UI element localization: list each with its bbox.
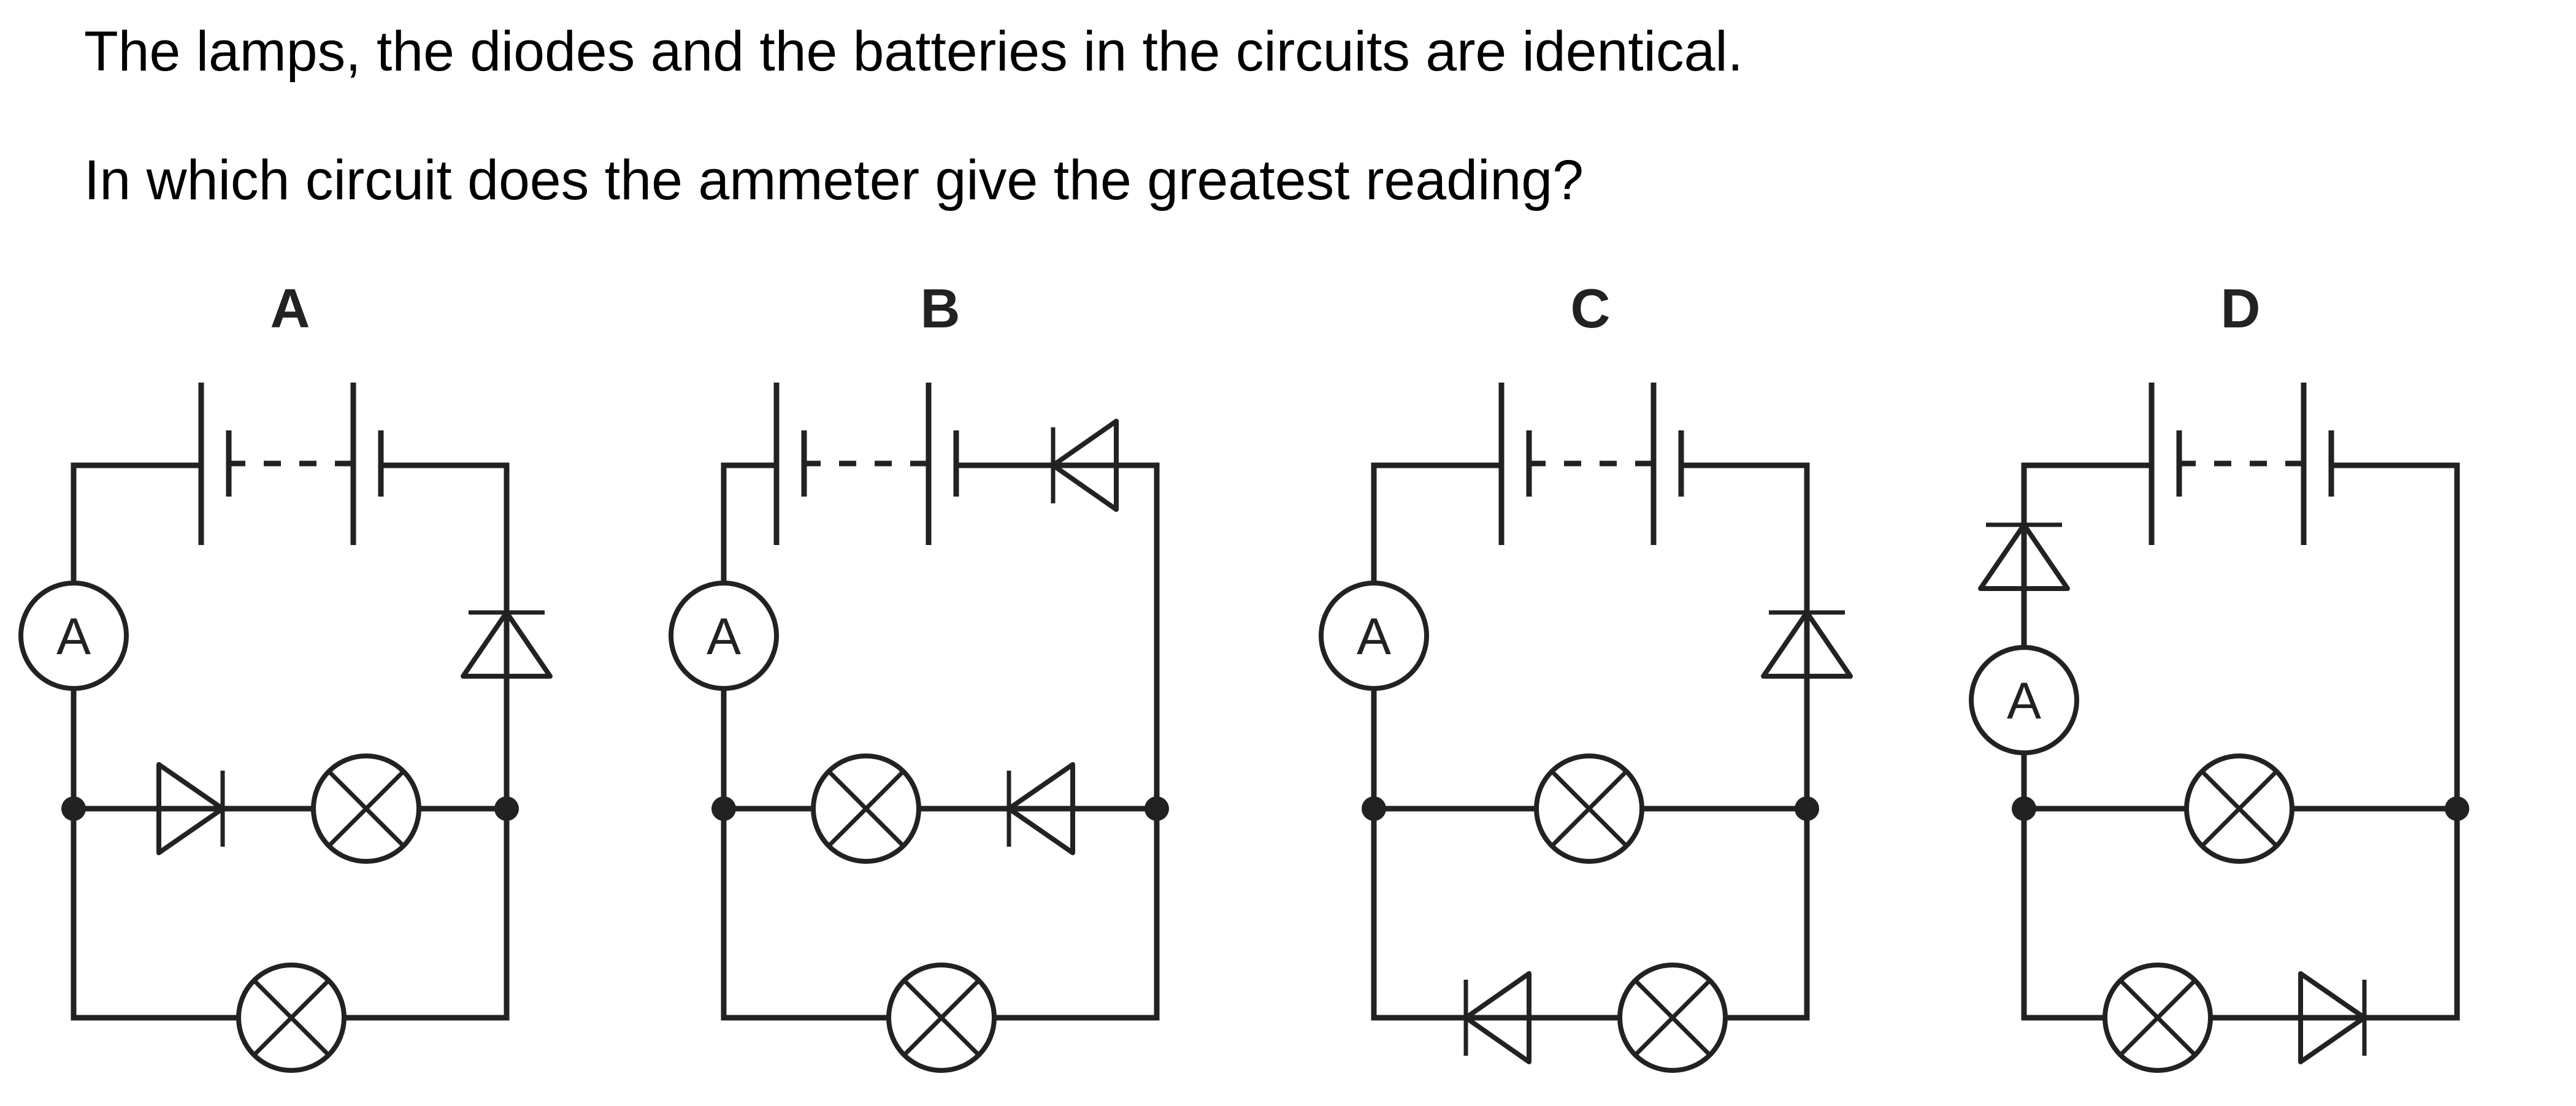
- ammeter-icon: A: [1319, 581, 1429, 691]
- ammeter-circle: [1969, 645, 2079, 755]
- ammeter-circle: [669, 581, 779, 691]
- lamp-icon: [2103, 963, 2213, 1073]
- lamp-cross: [902, 978, 981, 1057]
- diode-triangle: [1051, 419, 1119, 512]
- diode-icon: [1006, 762, 1075, 855]
- diode-icon: [461, 610, 553, 679]
- circuit-label: D: [2221, 278, 2261, 340]
- diode-icon: [156, 762, 225, 855]
- lamp-icon: [236, 963, 347, 1073]
- ammeter-letter: A: [1357, 608, 1391, 665]
- junction-dot: [61, 796, 86, 821]
- lamp-cross: [827, 769, 905, 848]
- lamp-icon: [311, 753, 421, 864]
- ammeter-circle: [1319, 581, 1429, 691]
- question-prompt: In which circuit does the ammeter give t…: [84, 149, 1584, 212]
- lamp-icon: [1617, 963, 1728, 1073]
- lamp-cross: [327, 769, 405, 848]
- ammeter-circle: [18, 581, 129, 691]
- junction-dot: [494, 796, 519, 821]
- ammeter-icon: A: [669, 581, 779, 691]
- junction-dot: [2012, 796, 2036, 821]
- diode-icon: [1761, 610, 1853, 679]
- circuit-label: A: [270, 278, 310, 340]
- lamp-icon: [1534, 753, 1644, 864]
- diode-triangle: [461, 610, 553, 679]
- diode-icon: [1463, 971, 1531, 1064]
- junction-dot: [1362, 796, 1386, 821]
- lamp-icon: [2184, 753, 2294, 864]
- diode-triangle: [2298, 971, 2367, 1064]
- ammeter-icon: A: [18, 581, 129, 691]
- circuit-option-c[interactable]: AC: [1319, 278, 1853, 1073]
- battery-icon: [1498, 383, 1684, 545]
- lamp-icon: [811, 753, 921, 864]
- ammeter-letter: A: [707, 608, 741, 665]
- battery-icon: [198, 383, 384, 545]
- lamp-cross: [2118, 978, 2197, 1057]
- diode-icon: [1051, 419, 1119, 512]
- lamp-cross: [252, 978, 331, 1057]
- junction-dot: [1795, 796, 1819, 821]
- battery-icon: [2149, 383, 2334, 545]
- lamp-cross: [2200, 769, 2279, 848]
- lamp-cross: [1550, 769, 1628, 848]
- junction-dot: [711, 796, 736, 821]
- lamp-icon: [886, 963, 997, 1073]
- question-statement: The lamps, the diodes and the batteries …: [84, 20, 1743, 83]
- circuit-option-b[interactable]: AB: [669, 278, 1169, 1073]
- ammeter-icon: A: [1969, 645, 2079, 755]
- diode-triangle: [1463, 971, 1531, 1064]
- diode-icon: [1978, 522, 2070, 591]
- ammeter-letter: A: [56, 608, 91, 665]
- circuit-label: B: [921, 278, 960, 340]
- circuit-option-a[interactable]: AA: [18, 278, 553, 1073]
- junction-dot: [1144, 796, 1169, 821]
- battery-icon: [773, 383, 959, 545]
- lamp-cross: [1633, 978, 1712, 1057]
- diode-triangle: [1978, 522, 2070, 591]
- junction-dot: [2445, 796, 2469, 821]
- diode-triangle: [156, 762, 225, 855]
- diode-triangle: [1761, 610, 1853, 679]
- circuit-option-d[interactable]: AD: [1969, 278, 2469, 1073]
- ammeter-letter: A: [2007, 672, 2041, 730]
- circuit-label: C: [1571, 278, 1611, 340]
- diode-triangle: [1006, 762, 1075, 855]
- diode-icon: [2298, 971, 2367, 1064]
